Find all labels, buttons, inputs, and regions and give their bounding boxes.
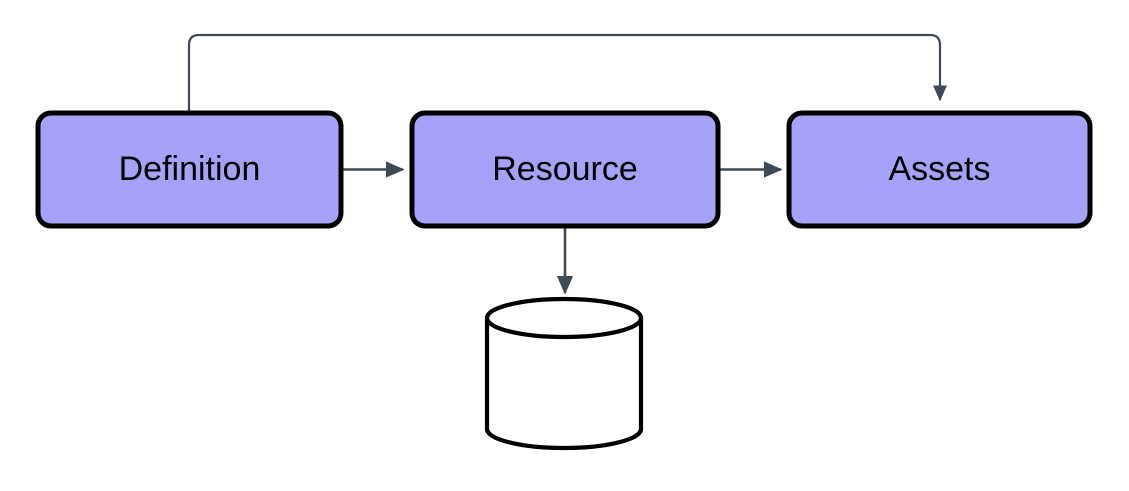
edge-definition-to-assets-path (187, 33, 947, 113)
edge-definition-to-assets (187, 33, 947, 113)
node-assets-shape[interactable] (786, 110, 1093, 229)
node-datastore-body[interactable] (484, 315, 644, 451)
node-resource-shape[interactable] (409, 110, 721, 229)
node-datastore[interactable] (484, 296, 644, 451)
node-definition-shape[interactable] (35, 110, 344, 229)
node-definition-label: Definition (119, 150, 261, 188)
node-resource[interactable]: Resource (409, 110, 721, 229)
node-assets-label: Assets (888, 150, 990, 188)
node-datastore-top[interactable] (484, 296, 644, 340)
node-assets[interactable]: Assets (786, 110, 1093, 229)
node-resource-label: Resource (492, 150, 638, 188)
node-definition[interactable]: Definition (35, 110, 344, 229)
